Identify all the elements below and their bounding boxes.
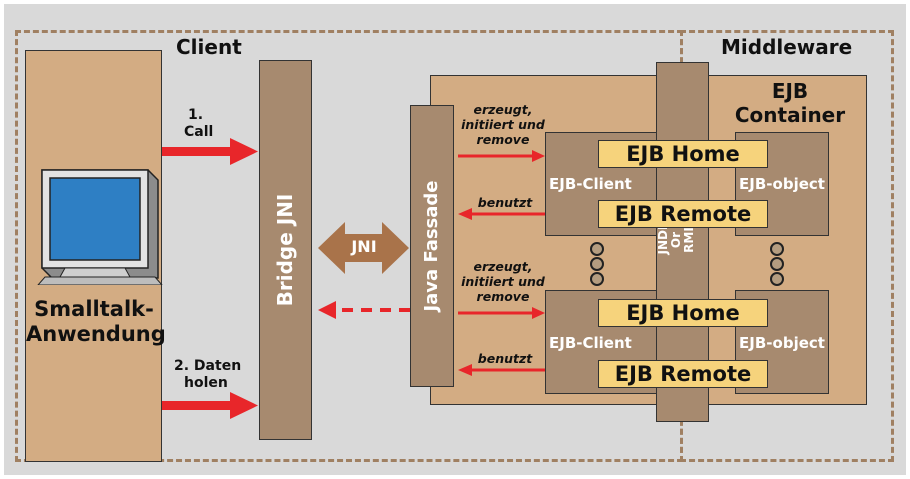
creates-label-2-line3: remove	[458, 290, 548, 304]
creates-label-1-line1: erzeugt,	[458, 103, 548, 117]
fetch-data-label-line1: 2. Daten	[174, 358, 241, 374]
creates-label-2-line1: erzeugt,	[458, 260, 548, 274]
call-label: Call	[184, 124, 213, 140]
call-number-label: 1.	[188, 107, 203, 123]
uses-label-1: benutzt	[470, 196, 540, 210]
fetch-data-arrow	[162, 392, 258, 419]
creates-arrow-1	[458, 150, 545, 162]
dashed-return-arrow	[318, 301, 410, 319]
uses-label-2: benutzt	[470, 352, 540, 366]
call-arrow	[162, 138, 258, 165]
creates-arrow-2	[458, 307, 545, 319]
fetch-data-label-line2: holen	[184, 375, 228, 391]
jni-label: JNI	[349, 238, 379, 256]
creates-label-1-line3: remove	[458, 133, 548, 147]
creates-label-1-line2: initiiert und	[458, 118, 548, 132]
creates-label-2-line2: initiiert und	[458, 275, 548, 289]
